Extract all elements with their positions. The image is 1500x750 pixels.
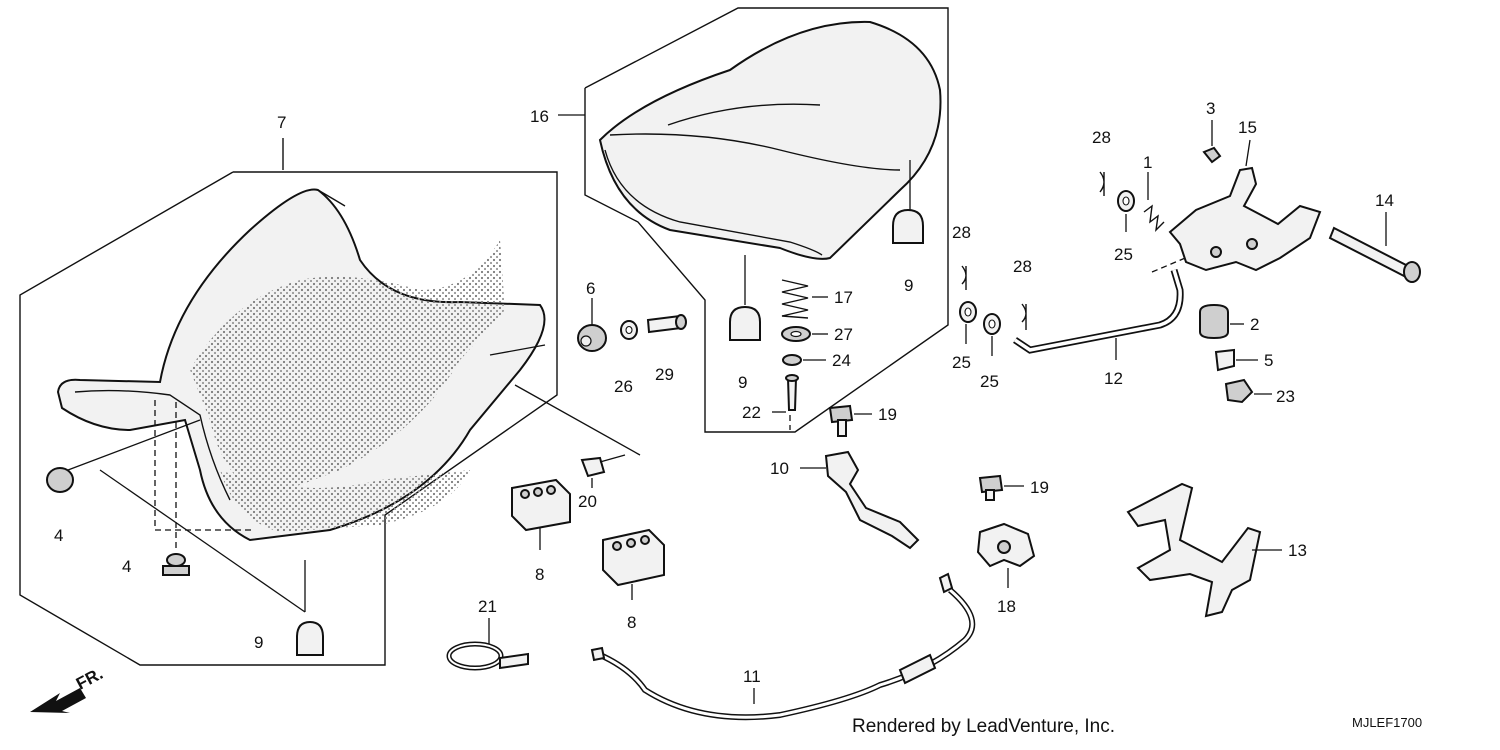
callout-28a[interactable]: 28 (1092, 128, 1111, 147)
callout-5[interactable]: 5 (1264, 351, 1273, 370)
callout-25c[interactable]: 25 (980, 372, 999, 391)
part-17-spring[interactable] (781, 279, 828, 319)
part-19-bolt-b[interactable] (978, 474, 1024, 501)
part-28-clip-a[interactable] (1099, 171, 1105, 196)
callout-21[interactable]: 21 (478, 597, 497, 616)
callout-10[interactable]: 10 (770, 459, 789, 478)
callout-4b[interactable]: 4 (122, 557, 131, 576)
credit-text: Rendered by LeadVenture, Inc. (852, 716, 1115, 737)
callout-23[interactable]: 23 (1276, 387, 1295, 406)
callout-17[interactable]: 17 (834, 288, 853, 307)
callout-26[interactable]: 26 (614, 377, 633, 396)
rear-seat-cowl[interactable] (598, 20, 942, 260)
part-2-damper[interactable] (1199, 303, 1244, 340)
part-18-latch[interactable] (976, 522, 1036, 588)
front-direction-arrow: FR. (30, 664, 106, 713)
part-22-screw[interactable] (772, 374, 799, 413)
callout-16[interactable]: 16 (530, 107, 549, 126)
part-9-cushion-b[interactable] (892, 208, 924, 244)
part-26-washer[interactable] (620, 320, 638, 340)
part-8-block-a[interactable] (511, 478, 571, 550)
part-28-clip-c[interactable] (1021, 303, 1027, 330)
callout-9b[interactable]: 9 (738, 373, 747, 392)
part-19-bolt-a[interactable] (828, 404, 872, 437)
callout-8a[interactable]: 8 (535, 565, 544, 584)
callout-14[interactable]: 14 (1375, 191, 1394, 210)
front-seat-assembly (19, 138, 641, 666)
callout-29[interactable]: 29 (655, 365, 674, 384)
direction-label: FR. (73, 664, 106, 694)
callout-13[interactable]: 13 (1288, 541, 1307, 560)
part-6-grommet[interactable] (577, 298, 607, 352)
part-8-block-b[interactable] (602, 528, 665, 600)
part-25-washer-c[interactable] (983, 313, 1001, 356)
part-9-cushion-a[interactable] (296, 620, 324, 656)
callout-12[interactable]: 12 (1104, 369, 1123, 388)
part-14-bolt[interactable] (1328, 212, 1421, 283)
callout-15[interactable]: 15 (1238, 118, 1257, 137)
callout-labels: 7 16 6 26 29 4 4 9 9 9 17 27 24 22 20 8 … (54, 99, 1394, 686)
callout-7[interactable]: 7 (277, 113, 286, 132)
callout-2[interactable]: 2 (1250, 315, 1259, 334)
part-9-cushion-c[interactable] (729, 305, 761, 341)
part-1-spring[interactable] (1143, 172, 1165, 232)
callout-3[interactable]: 3 (1206, 99, 1215, 118)
callout-9c[interactable]: 9 (904, 276, 913, 295)
callout-20[interactable]: 20 (578, 492, 597, 511)
part-4-grommet-b[interactable] (162, 553, 190, 576)
callout-24[interactable]: 24 (832, 351, 851, 370)
rear-seat-cowl-assembly (558, 7, 949, 433)
part-11-cable[interactable] (590, 572, 976, 721)
part-12-rod[interactable] (1013, 255, 1191, 360)
callout-19b[interactable]: 19 (1030, 478, 1049, 497)
part-13-bracket[interactable] (1126, 482, 1282, 618)
callout-28b[interactable]: 28 (952, 223, 971, 242)
callout-9a[interactable]: 9 (254, 633, 263, 652)
callout-8b[interactable]: 8 (627, 613, 636, 632)
callout-25a[interactable]: 25 (1114, 245, 1133, 264)
part-21-clamp[interactable] (446, 618, 529, 671)
diagram-code: MJLEF1700 (1352, 715, 1422, 730)
part-27-washer[interactable] (781, 326, 828, 342)
part-10-latch[interactable] (800, 450, 920, 550)
callout-6[interactable]: 6 (586, 279, 595, 298)
callout-19a[interactable]: 19 (878, 405, 897, 424)
callout-28c[interactable]: 28 (1013, 257, 1032, 276)
callout-11[interactable]: 11 (743, 667, 761, 686)
callout-18[interactable]: 18 (997, 597, 1016, 616)
callout-1[interactable]: 1 (1143, 153, 1152, 172)
part-20-bolt[interactable] (580, 454, 626, 488)
front-seat-texture-lower (220, 470, 470, 532)
part-5-collar[interactable] (1214, 348, 1258, 372)
callout-4a[interactable]: 4 (54, 526, 63, 545)
part-25-washer-a[interactable] (1117, 190, 1135, 232)
part-15-bracket[interactable] (1168, 139, 1322, 272)
part-23-nut[interactable] (1224, 378, 1272, 404)
front-seat-texture (190, 240, 505, 500)
callout-22[interactable]: 22 (742, 403, 761, 422)
callout-27[interactable]: 27 (834, 325, 853, 344)
callout-25b[interactable]: 25 (952, 353, 971, 372)
part-4-grommet-a[interactable] (46, 467, 74, 493)
part-29-bolt[interactable] (646, 314, 687, 334)
part-24-washer[interactable] (782, 354, 826, 366)
part-3-nut[interactable] (1202, 120, 1222, 164)
part-25-washer-b[interactable] (959, 301, 977, 344)
part-28-clip-b[interactable] (961, 265, 967, 290)
